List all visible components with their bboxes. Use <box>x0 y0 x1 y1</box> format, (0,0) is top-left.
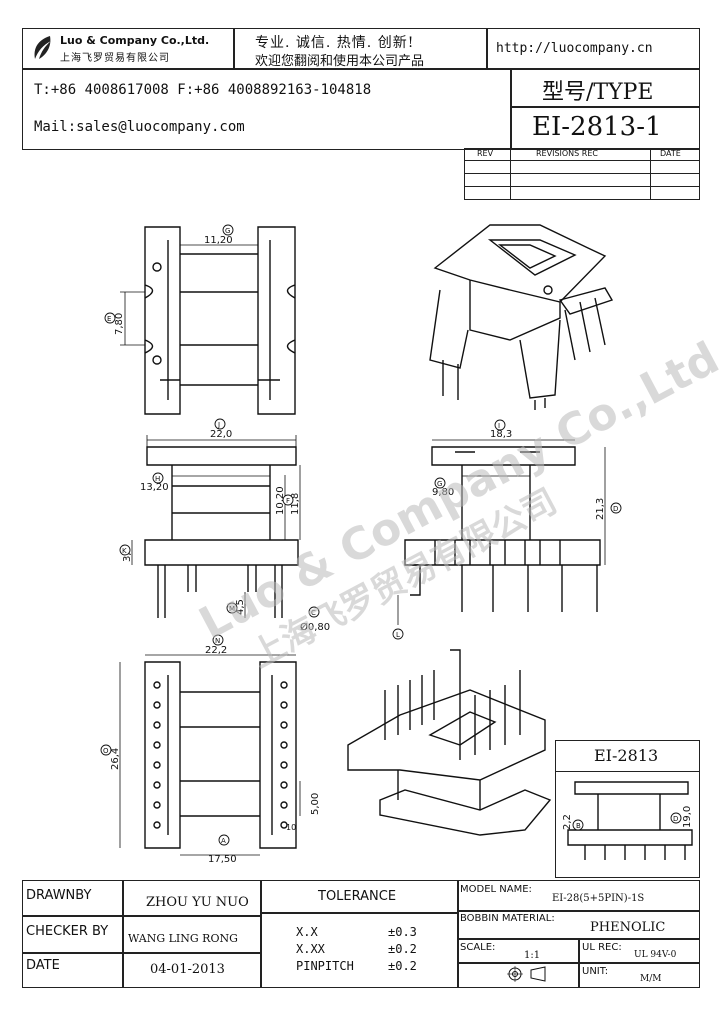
company-name-cn: 上海飞罗贸易有限公司 <box>60 53 170 64</box>
leaf-logo-icon <box>34 36 51 59</box>
marker-o: O <box>103 747 109 755</box>
dim-front-width: 22,0 <box>210 429 232 440</box>
checker-value: WANG LING RONG <box>128 932 238 945</box>
dim-front-h2: 11,8 <box>290 493 301 515</box>
model-value: EI-28(5+5PIN)-1S <box>552 893 645 904</box>
dim-bottom-pins: 10 <box>286 823 296 832</box>
date-value: 04-01-2013 <box>150 962 225 977</box>
ulrec-label: UL REC: <box>582 942 622 953</box>
tol-val-2: ±0.2 <box>388 959 417 973</box>
bottom-view <box>144 661 297 849</box>
company-logo <box>30 34 56 62</box>
footer-title-block <box>22 880 700 988</box>
scale-value: 1:1 <box>524 950 541 961</box>
detail-title: EI-2813 <box>594 746 659 765</box>
marker-e: E <box>107 315 111 323</box>
title-block-header <box>22 28 700 150</box>
marker-m: M <box>229 605 235 613</box>
marker-d-2: D <box>673 815 678 823</box>
revisions-col-header: REVISIONS REC <box>536 149 598 158</box>
dim-top-height: 7,80 <box>114 313 125 335</box>
marker-h: H <box>155 475 160 483</box>
marker-j: J <box>217 421 220 429</box>
top-view <box>144 226 296 415</box>
marker-k: K <box>122 547 127 555</box>
technical-drawing: 11,20 7,80 22,0 13,20 10,20 11,8 3,9 4,5… <box>100 224 720 865</box>
marker-a: A <box>221 837 226 845</box>
checker-label: CHECKER BY <box>26 924 109 939</box>
dim-bottom-base: 17,50 <box>208 854 237 865</box>
tol-val-0: ±0.3 <box>388 925 417 939</box>
dim-side-height: 21,3 <box>595 498 606 520</box>
website-link[interactable]: http://luocompany.cn <box>496 41 653 56</box>
marker-g-1: G <box>225 227 230 235</box>
dim-front-inner: 13,20 <box>140 482 169 493</box>
bobbin-label: BOBBIN MATERIAL: <box>460 913 555 924</box>
rev-col-header: REV <box>477 149 494 158</box>
detail-view <box>567 781 693 860</box>
dim-bottom-width: 22,2 <box>205 645 227 656</box>
dim-side-width: 18,3 <box>490 429 512 440</box>
drawnby-value: ZHOU YU NUO <box>146 895 249 910</box>
isometric-view-bottom <box>347 649 552 836</box>
dim-side-inner: 9,80 <box>432 487 454 498</box>
side-view <box>404 446 601 612</box>
model-label: MODEL NAME: <box>460 884 532 895</box>
marker-f: F <box>286 497 290 505</box>
tol-val-1: ±0.2 <box>388 942 417 956</box>
revision-table <box>464 148 700 200</box>
dim-bottom-height: 26,4 <box>110 748 121 770</box>
dim-pin-len: 4,5 <box>235 599 246 615</box>
dim-bottom-pitch: 5,00 <box>310 793 321 815</box>
dim-detail-h2: 19,0 <box>682 806 693 828</box>
isometric-view-top <box>429 224 614 410</box>
tolerance-label: TOLERANCE <box>318 889 397 904</box>
slogan-line2: 欢迎您翻阅和使用本公司产品 <box>255 54 425 69</box>
marker-c: C <box>311 609 316 617</box>
front-view <box>144 446 299 618</box>
slogan-line1: 专业. 诚信. 热情. 创新! <box>255 35 415 51</box>
phone-fax: T:+86 4008617008 F:+86 4008892163-104818 <box>34 82 372 98</box>
projection-symbol-icon <box>507 966 546 982</box>
marker-n: N <box>215 637 220 645</box>
marker-d: D <box>613 505 618 513</box>
date-label: DATE <box>26 958 60 973</box>
date-col-header: DATE <box>660 149 681 158</box>
dim-front-h1: 10,20 <box>275 486 286 515</box>
unit-label: UNIT: <box>582 966 609 977</box>
dim-top-width: 11,20 <box>204 235 233 246</box>
marker-l: L <box>396 631 400 639</box>
drawnby-label: DRAWNBY <box>26 888 92 903</box>
company-name-en: Luo & Company Co.,Ltd. <box>60 34 210 47</box>
unit-value: M/M <box>640 974 662 984</box>
marker-g-2: G <box>437 480 442 488</box>
marker-b: B <box>576 822 581 830</box>
type-label: 型号/TYPE <box>542 80 654 105</box>
tol-key-2: PINPITCH <box>296 959 354 973</box>
detail-box <box>555 740 700 878</box>
email: Mail:sales@luocompany.com <box>34 119 245 135</box>
dim-detail-h1: 2,2 <box>562 814 573 830</box>
marker-i: I <box>498 422 500 430</box>
ulrec-value: UL 94V-0 <box>634 950 677 960</box>
scale-label: SCALE: <box>460 942 496 953</box>
bobbin-value: PHENOLIC <box>590 920 666 935</box>
dim-pin-dia: Ø0,80 <box>300 621 330 633</box>
tol-key-0: X.X <box>296 925 318 939</box>
type-value: EI-2813-1 <box>532 112 662 142</box>
projection-symbol <box>505 965 555 983</box>
tol-key-1: X.XX <box>296 942 325 956</box>
